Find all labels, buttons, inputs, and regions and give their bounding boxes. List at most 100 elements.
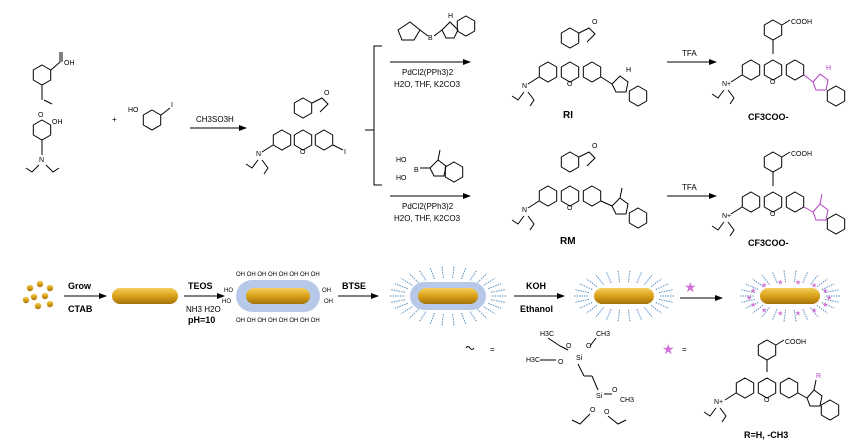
dye-loaded-nanorod: ★★★★★★★★★★★★★★ bbox=[740, 270, 840, 322]
counterion-bottom: CF3COO- bbox=[748, 238, 789, 248]
linker-strand bbox=[617, 309, 621, 322]
atom-o: O bbox=[38, 112, 44, 119]
atom-b: B bbox=[428, 35, 433, 42]
linker-strand bbox=[400, 277, 413, 286]
linker-strand bbox=[394, 302, 408, 309]
atom-n: N bbox=[522, 207, 527, 214]
star-icon: ★ bbox=[811, 281, 817, 289]
svg-text:OH: OH bbox=[322, 288, 331, 294]
star-icon: ★ bbox=[750, 301, 756, 309]
atom-b: B bbox=[414, 167, 419, 174]
svg-text:OH: OH bbox=[324, 299, 333, 305]
linker-strand bbox=[761, 274, 770, 285]
svg-text:Si: Si bbox=[576, 355, 583, 362]
star-icon: ★ bbox=[777, 310, 783, 318]
compound-ri-open-form: COOH O N+ H bbox=[711, 19, 846, 107]
btse-functionalized-nanorod bbox=[390, 266, 506, 326]
plus-sign: + bbox=[112, 115, 117, 124]
linker-strand bbox=[452, 266, 455, 279]
linker-strand bbox=[595, 274, 604, 285]
linker-strand bbox=[429, 312, 435, 325]
linker-strand bbox=[752, 278, 764, 288]
atom-o: O bbox=[567, 205, 573, 212]
atom-nplus: N+ bbox=[714, 399, 723, 406]
label-ethanol: Ethanol bbox=[520, 304, 553, 314]
linker-strand bbox=[745, 283, 759, 290]
linker-strand bbox=[469, 269, 478, 281]
svg-text:CH3: CH3 bbox=[620, 397, 634, 404]
linker-strand bbox=[605, 271, 612, 284]
linker-strand bbox=[461, 267, 467, 280]
reagent-pd-catalyst: PdCl2(PPh3)2 bbox=[402, 202, 454, 211]
linker-strand bbox=[821, 302, 835, 309]
svg-text:H3C: H3C bbox=[526, 357, 540, 364]
linker-strand bbox=[644, 307, 653, 318]
reagent-conditions: H2O, THF, K2CO3 bbox=[394, 80, 461, 89]
reagent-conditions: H2O, THF, K2CO3 bbox=[394, 214, 461, 223]
linker-strand bbox=[745, 302, 759, 309]
silica-coated-nanorod: OH OH OH OH OH OH OH OH OH OH OH OH OH O… bbox=[222, 272, 333, 324]
linker-strand bbox=[650, 278, 662, 288]
label-rm: RM bbox=[560, 236, 576, 247]
linker-strand bbox=[488, 302, 502, 309]
label-ph: pH=10 bbox=[188, 315, 215, 325]
linker-strand bbox=[408, 273, 419, 283]
linker-strand bbox=[441, 313, 444, 326]
linker-strand bbox=[636, 271, 643, 284]
linker-strand bbox=[793, 309, 797, 322]
star-icon: ★ bbox=[826, 294, 832, 302]
atom-ho: HO bbox=[396, 157, 407, 164]
svg-text:OH OH OH OH OH OH OH OH: OH OH OH OH OH OH OH OH bbox=[236, 272, 320, 278]
gold-nanorod bbox=[112, 288, 178, 304]
linker-strand bbox=[575, 298, 590, 303]
linker-strand bbox=[586, 304, 598, 314]
atom-h-highlight: H bbox=[826, 65, 831, 72]
linker-strand bbox=[627, 309, 631, 322]
linker-strand bbox=[595, 307, 604, 318]
linker-strand bbox=[802, 308, 809, 321]
route-bracket bbox=[365, 45, 382, 131]
atom-o: O bbox=[592, 19, 598, 26]
linker-strand bbox=[644, 274, 653, 285]
linker-strand bbox=[816, 304, 828, 314]
linker-strand bbox=[579, 283, 593, 290]
svg-text:CH3: CH3 bbox=[596, 331, 610, 338]
linker-strand bbox=[469, 311, 478, 323]
star-icon: ★ bbox=[777, 278, 783, 286]
star-icon: ★ bbox=[684, 280, 697, 296]
linker-strand bbox=[477, 309, 488, 319]
linker-strand bbox=[394, 283, 408, 290]
svg-text:O: O bbox=[612, 387, 618, 394]
reagent-pd-catalyst: PdCl2(PPh3)2 bbox=[402, 68, 454, 77]
star-icon: ★ bbox=[822, 287, 828, 295]
svg-text:O: O bbox=[558, 359, 564, 366]
intermediate-iodo-rhodamine: O O N I bbox=[245, 90, 346, 175]
atom-n: N bbox=[39, 157, 44, 164]
label-ctab: CTAB bbox=[68, 304, 93, 314]
atom-o: O bbox=[567, 81, 573, 88]
star-icon: ★ bbox=[795, 278, 801, 286]
atom-i: I bbox=[344, 149, 346, 156]
atom-i: I bbox=[171, 102, 173, 109]
atom-o: O bbox=[324, 90, 330, 97]
star-icon: ★ bbox=[761, 307, 767, 315]
linker-strand bbox=[752, 304, 764, 314]
star-icon: ★ bbox=[822, 301, 828, 309]
star-icon: ★ bbox=[746, 294, 752, 302]
linker-strand bbox=[771, 308, 778, 321]
atom-ho: HO bbox=[128, 107, 139, 114]
linker-strand bbox=[636, 308, 643, 321]
compound-rm: O O N bbox=[511, 143, 648, 231]
linker-strand bbox=[816, 278, 828, 288]
linker-strand bbox=[761, 307, 770, 318]
atom-oh: OH bbox=[52, 119, 63, 126]
linker-strand bbox=[605, 308, 612, 321]
atom-o: O bbox=[300, 149, 306, 156]
counterion-top: CF3COO- bbox=[748, 112, 789, 122]
route-bracket bbox=[373, 130, 382, 186]
linker-strand bbox=[483, 306, 496, 315]
atom-o: O bbox=[770, 79, 776, 86]
atom-n: N bbox=[522, 83, 527, 90]
svg-text:H3C: H3C bbox=[540, 331, 554, 338]
compound-rm-open-form: COOH O N+ bbox=[711, 151, 846, 237]
